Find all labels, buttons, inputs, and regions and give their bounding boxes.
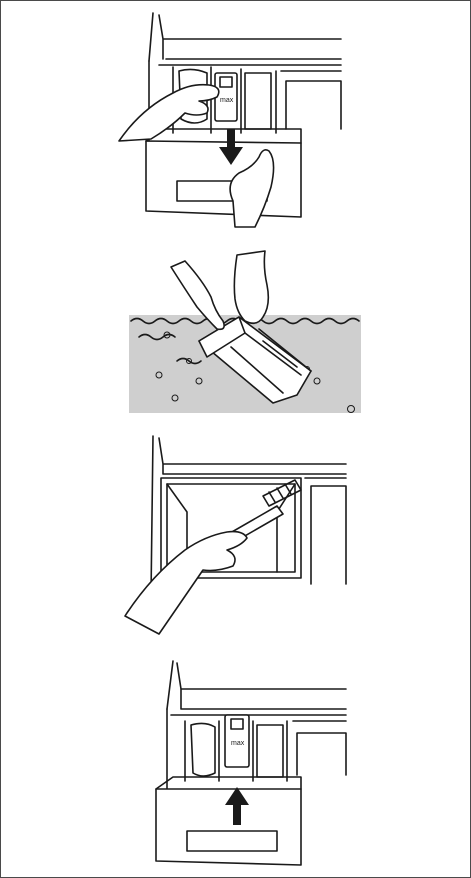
step-3-illustration (1, 426, 470, 646)
step-1-illustration: max (1, 1, 470, 231)
step-3-clean-recess (1, 426, 470, 646)
right-hand (234, 251, 268, 323)
step-4-illustration: max (1, 649, 470, 877)
hand (125, 532, 247, 634)
max-mark-2: max (231, 740, 245, 747)
max-mark-1: max (220, 97, 234, 104)
step-2-illustration (1, 233, 470, 423)
step-4-reinsert-drawer: max (1, 649, 470, 877)
left-hand (119, 85, 219, 141)
step-1-remove-drawer: max (1, 1, 470, 231)
step-2-rinse-drawer (1, 233, 470, 423)
